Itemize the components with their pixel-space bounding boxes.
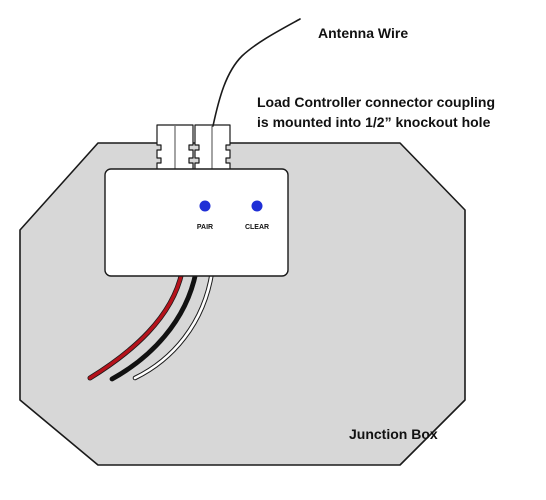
wire-black <box>109 269 199 382</box>
antenna-wire-label: Antenna Wire <box>318 25 409 41</box>
coupling-fitting-right <box>194 124 231 173</box>
wire-bundle <box>87 269 215 382</box>
coupling-label-line2: is mounted into 1/2” knockout hole <box>257 114 491 130</box>
load-controller-module <box>104 168 289 277</box>
coupling-label-line1: Load Controller connector coupling <box>257 94 495 110</box>
wire-white <box>133 270 214 380</box>
wire-red-core <box>88 270 184 380</box>
pair-button[interactable] <box>199 200 211 212</box>
junction-box-label: Junction Box <box>349 426 438 442</box>
antenna-wire <box>212 18 301 127</box>
clear-button[interactable] <box>251 200 263 212</box>
clear-button-label: CLEAR <box>245 224 269 231</box>
connector-coupling <box>156 124 231 173</box>
pair-button-label: PAIR <box>197 224 213 231</box>
